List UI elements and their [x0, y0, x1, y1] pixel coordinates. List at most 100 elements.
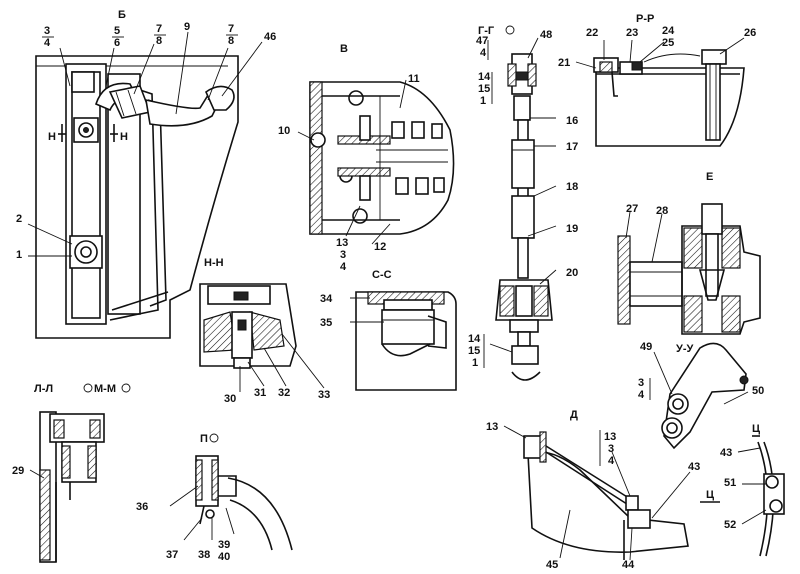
callout-11: 11	[408, 73, 420, 85]
callout-4d: 4	[608, 455, 615, 467]
filter-element-35	[381, 309, 435, 345]
callout-1: 1	[16, 249, 22, 261]
view-uu-title: У-У	[676, 343, 694, 355]
callout-10: 10	[278, 125, 290, 137]
callout-51: 51	[724, 477, 736, 489]
callout-8b: 8	[228, 35, 234, 47]
callout-31: 31	[254, 387, 266, 399]
callout-14g: 14	[478, 71, 491, 83]
view-b-title: Б	[118, 9, 126, 21]
callout-4: 4	[44, 37, 51, 49]
view-p: П 36 37 38 39 40	[136, 433, 293, 563]
callout-38: 38	[198, 549, 210, 561]
callout-32: 32	[278, 387, 290, 399]
section-mark-h-right: Н	[120, 131, 128, 143]
callout-3u: 3	[638, 377, 644, 389]
section-cc-outline	[355, 291, 457, 391]
callout-4g: 4	[480, 47, 487, 59]
view-e-title: Е	[706, 171, 713, 183]
callout-13v: 13	[336, 237, 348, 249]
callout-40: 40	[218, 551, 230, 563]
callout-47: 47	[476, 35, 488, 47]
view-v: В 11 10 12 13 3 4	[278, 43, 455, 273]
valve-housing-e	[681, 225, 761, 335]
callout-1g: 1	[480, 95, 486, 107]
callout-4v: 4	[340, 261, 347, 273]
view-d: Д 13 13 3 4 43 45 44	[486, 409, 700, 571]
callout-37: 37	[166, 549, 178, 561]
callout-25: 25	[662, 37, 674, 49]
section-circle-icon	[83, 383, 93, 393]
callout-12: 12	[374, 241, 386, 253]
view-am-title2: М-М	[94, 383, 116, 395]
callout-9: 9	[184, 21, 190, 33]
view-hh-title: Н-Н	[204, 257, 224, 269]
callout-49: 49	[640, 341, 652, 353]
callout-39: 39	[218, 539, 230, 551]
callout-21: 21	[558, 57, 570, 69]
callout-7: 7	[156, 23, 162, 35]
callout-34: 34	[320, 293, 333, 305]
view-v-title: В	[340, 43, 348, 55]
callout-18: 18	[566, 181, 578, 193]
view-am: Л-Л М-М 29	[12, 383, 131, 563]
tank-body-rr	[595, 67, 745, 147]
view-gg-title: Г-Г	[478, 25, 495, 37]
view-ts: Ц 43 51 52 Ц	[700, 423, 785, 557]
callout-3d: 3	[608, 443, 614, 455]
callout-4u: 4	[638, 389, 645, 401]
callout-43b: 43	[720, 447, 732, 459]
view-rr-title: Р-Р	[636, 13, 654, 25]
view-cc: С-С 34 35	[320, 269, 457, 391]
callout-35: 35	[320, 317, 332, 329]
view-b: Б Н Н 3 4	[16, 9, 276, 339]
callout-3: 3	[44, 25, 50, 37]
view-uu: У-У 49 3 4 50	[638, 341, 764, 450]
callout-29: 29	[12, 465, 24, 477]
section-circle-icon	[121, 383, 131, 393]
callout-23: 23	[626, 27, 638, 39]
callout-16: 16	[566, 115, 578, 127]
callout-15g: 15	[478, 83, 490, 95]
section-mark-h-left: Н	[48, 131, 56, 143]
callout-30: 30	[224, 393, 236, 405]
callout-45: 45	[546, 559, 558, 571]
callout-13d: 13	[486, 421, 498, 433]
section-circle-icon	[209, 433, 219, 443]
callout-3v: 3	[340, 249, 346, 261]
callout-13dr: 13	[604, 431, 616, 443]
callout-17: 17	[566, 141, 578, 153]
callout-22: 22	[586, 27, 598, 39]
callout-43a: 43	[688, 461, 700, 473]
section-circle-icon	[505, 25, 515, 35]
callout-19: 19	[566, 223, 578, 235]
callout-52: 52	[724, 519, 736, 531]
view-am-title: Л-Л	[34, 383, 53, 395]
callout-8: 8	[156, 35, 162, 47]
view-hh: Н-Н 30 31 32 33	[199, 257, 330, 405]
callout-36: 36	[136, 501, 148, 513]
view-cc-title: С-С	[372, 269, 392, 281]
callout-20: 20	[566, 267, 578, 279]
callout-50: 50	[752, 385, 764, 397]
view-e: Е 27 28	[617, 171, 761, 335]
bracket-50	[663, 342, 747, 450]
callout-28: 28	[656, 205, 668, 217]
view-gg: Г-Г 47 4 48 14 15 1 16 17	[468, 25, 578, 381]
view-v-housing	[309, 81, 455, 235]
callout-2: 2	[16, 213, 22, 225]
callout-14b: 14	[468, 333, 481, 345]
view-rr: Р-Р 22 23 24 25 26 21	[558, 13, 756, 147]
view-b-panel-outline	[35, 55, 239, 339]
callout-5: 5	[114, 25, 120, 37]
callout-33: 33	[318, 389, 330, 401]
view-ts-title: Ц	[752, 423, 760, 435]
callout-48: 48	[540, 29, 552, 41]
callout-7b: 7	[228, 23, 234, 35]
section-hh-outline	[199, 283, 297, 367]
callout-26: 26	[744, 27, 756, 39]
view-ts-bottom-title: Ц	[706, 489, 714, 501]
callout-15b: 15	[468, 345, 480, 357]
view-d-title: Д	[570, 409, 578, 421]
